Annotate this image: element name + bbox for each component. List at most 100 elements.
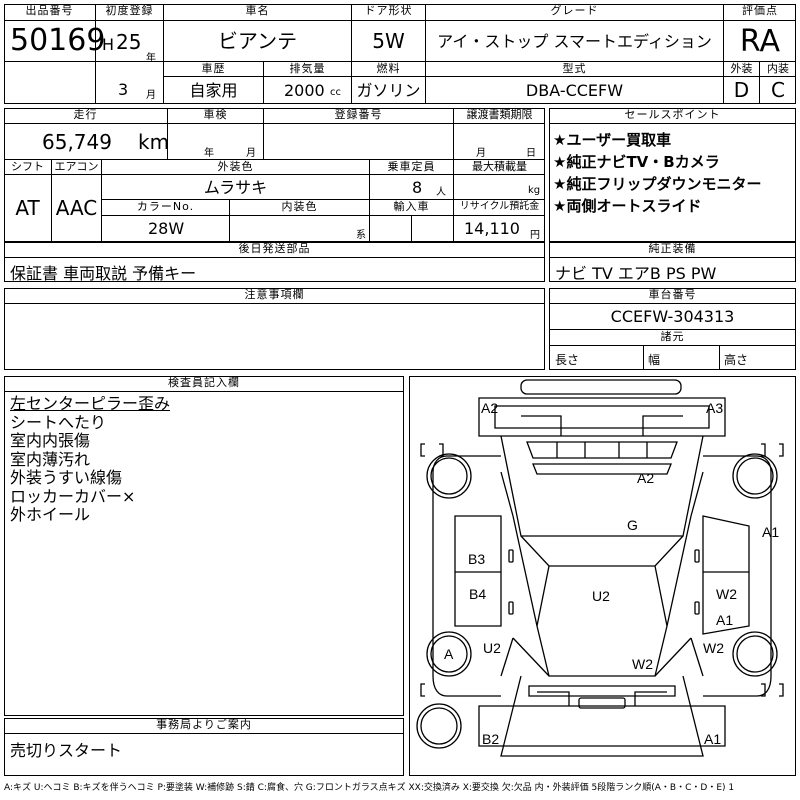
inspection-cell: 年 月 — [168, 124, 264, 160]
door-cell: 5W — [352, 21, 426, 62]
capacity-cell: 8 人 — [370, 175, 454, 200]
mileage: 65,749 — [42, 130, 112, 154]
equipment-section — [549, 242, 796, 282]
lot-blank — [4, 62, 96, 104]
notes-header: 注意事項欄 — [4, 288, 545, 304]
inspector-note: 外ホイール — [10, 505, 91, 524]
exterior-header: 外装 — [724, 62, 760, 77]
first-reg-month: 3 — [118, 80, 129, 99]
score-header: 評価点 — [724, 4, 796, 21]
inspector-section — [4, 376, 404, 716]
lot-number: 50169 — [10, 23, 106, 58]
max-load-cell: kg — [454, 175, 545, 200]
chassis-number: CCEFW-304313 — [610, 307, 735, 326]
mileage-header: 走行 — [4, 108, 168, 124]
sales-point-4: ★両側オートスライド — [553, 197, 702, 215]
accessories-section — [4, 242, 545, 282]
inspector-note: 室内内張傷 — [10, 431, 91, 450]
int-color-header: 内装色 — [230, 200, 370, 216]
spec-height: 高さ — [724, 353, 749, 367]
notes-section — [4, 288, 545, 370]
lot-cell: 50169 — [4, 21, 105, 62]
damage-label: A — [444, 646, 454, 662]
inspector-note: 室内薄汚れ — [10, 449, 91, 469]
equipment-header: 純正装備 — [549, 242, 796, 258]
first-reg-year: 25 — [116, 30, 142, 54]
model-cell: DBA-CCEFW — [426, 77, 724, 104]
shift-header: シフト — [4, 160, 52, 175]
damage-label: U2 — [592, 588, 610, 604]
damage-label: G — [627, 517, 638, 533]
chassis-cell: CCEFW-304313 — [549, 304, 796, 330]
sales-points-header: セールスポイント — [549, 108, 796, 124]
inspection-month-unit: 月 — [246, 148, 256, 159]
fuel-cell: ガソリン — [352, 77, 426, 104]
capacity: 8 — [412, 178, 423, 197]
import-cell-2 — [412, 216, 454, 242]
shift: AT — [15, 196, 40, 220]
spec-length-cell: 長さ — [549, 346, 644, 370]
transfer-cell: 月 日 — [454, 124, 545, 160]
recycle-header: リサイクル預託金 — [454, 200, 545, 216]
legend: A:キズ U:ヘコミ B:キズを伴うヘコミ P:要塗装 W:補修跡 S:錆 C:… — [4, 783, 735, 793]
recycle: 14,110 — [464, 219, 520, 238]
color-no-header: カラーNo. — [102, 200, 230, 216]
mileage-cell: 65,749 km — [4, 124, 169, 160]
lot-header: 出品番号 — [4, 4, 96, 21]
transfer-header: 譲渡書類期限 — [454, 108, 545, 124]
accessories-header: 後日発送部品 — [4, 242, 545, 258]
door-header: ドア形状 — [352, 4, 426, 21]
capacity-unit: 人 — [436, 187, 446, 198]
first-reg-year-unit: 年 — [146, 53, 156, 64]
car-name-header: 車名 — [164, 4, 352, 21]
model-header: 型式 — [426, 62, 724, 77]
displacement-unit: cc — [330, 87, 341, 98]
door-type: 5W — [372, 29, 405, 53]
transfer-day-unit: 日 — [526, 148, 536, 159]
interior-cell: C — [760, 77, 796, 104]
inspection-year-unit: 年 — [204, 148, 214, 159]
int-color-unit: 系 — [356, 230, 366, 241]
grade-cell: アイ・ストップ スマートエディション — [426, 21, 724, 62]
office-message: 売切りスタート — [10, 741, 123, 760]
sales-point-1: ★ユーザー買取車 — [553, 131, 672, 149]
history-header: 車歴 — [164, 62, 264, 77]
damage-label: U2 — [483, 640, 501, 656]
score-cell: RA — [724, 21, 796, 62]
inspector-note: シートへたり — [10, 412, 107, 432]
inspector-notes: 左センターピラー歪み シートへたり 室内内張傷 室内薄汚れ 外装うすい線傷 ロッ… — [10, 394, 171, 525]
car-name: ビアンテ — [217, 29, 298, 53]
damage-label: A2 — [481, 400, 499, 416]
first-reg-month-unit: 月 — [146, 90, 156, 101]
fuel-header: 燃料 — [352, 62, 426, 77]
shift-cell: AT — [4, 175, 52, 242]
inspector-header: 検査員記入欄 — [4, 376, 404, 392]
damage-diagram — [409, 376, 796, 776]
damage-label: W2 — [632, 656, 653, 672]
transfer-month-unit: 月 — [476, 148, 486, 159]
damage-label: W2 — [716, 586, 737, 602]
ext-color: ムラサキ — [203, 178, 268, 197]
spec-length: 長さ — [555, 353, 580, 367]
displacement-header: 排気量 — [264, 62, 352, 77]
chassis-header: 車台番号 — [549, 288, 796, 304]
interior-score: C — [771, 78, 785, 102]
exterior-score: D — [733, 78, 750, 102]
interior-header: 内装 — [760, 62, 796, 77]
first-reg-era: H — [102, 35, 115, 54]
exterior-cell: D — [724, 77, 760, 104]
damage-label: B3 — [468, 551, 486, 567]
reg-no-cell — [264, 124, 454, 160]
capacity-header: 乗車定員 — [370, 160, 454, 175]
import-header: 輸入車 — [370, 200, 454, 216]
damage-label: W2 — [703, 640, 724, 656]
int-color-cell: 系 — [230, 216, 370, 242]
damage-label: A3 — [706, 400, 724, 416]
max-load-unit: kg — [528, 185, 541, 196]
history: 自家用 — [189, 81, 238, 100]
displacement: 2000 — [284, 81, 325, 100]
spec-width-cell: 幅 — [644, 346, 720, 370]
damage-label: A1 — [716, 612, 734, 628]
color-no-cell: 28W — [102, 216, 230, 242]
inspector-note: 左センターピラー歪み — [10, 394, 171, 413]
